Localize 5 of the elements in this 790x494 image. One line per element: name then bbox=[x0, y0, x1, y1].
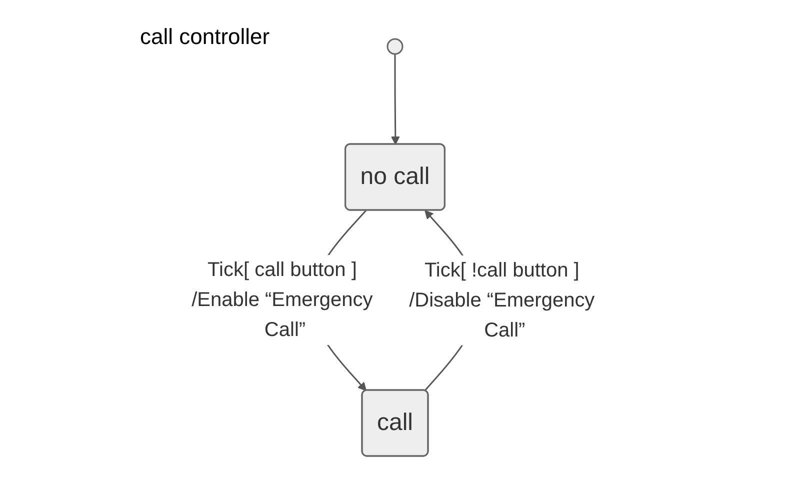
diagram-label: call controller bbox=[140, 24, 270, 50]
node-circle bbox=[386, 38, 404, 54]
edge-label: Tick[ !call button ] /Disable “Emergency Call” bbox=[409, 258, 595, 341]
arrow bbox=[391, 54, 400, 144]
edge-label: Tick[ call button ] /Enable “Emergency Call” bbox=[192, 258, 373, 340]
